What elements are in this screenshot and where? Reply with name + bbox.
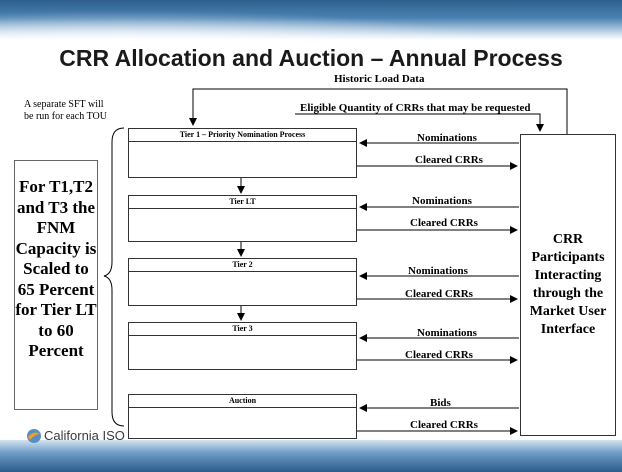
historic-load-label: Historic Load Data bbox=[334, 73, 425, 85]
tier-1-nominations-label: Nominations bbox=[417, 132, 477, 144]
tier-2-cleared-label: Cleared CRRs bbox=[405, 288, 473, 300]
auction-box: Auction bbox=[128, 394, 357, 439]
auction-cleared-label: Cleared CRRs bbox=[410, 419, 478, 431]
california-iso-logo: California ISO bbox=[27, 428, 125, 443]
logo-text: California ISO bbox=[44, 428, 125, 443]
auction-bids-label: Bids bbox=[430, 397, 451, 409]
crr-participants-box: CRR Participants Interacting through the… bbox=[520, 134, 616, 436]
tier-3-box: Tier 3 bbox=[128, 322, 357, 370]
logo-icon bbox=[26, 428, 42, 447]
tier-1-box: Tier 1 – Priority Nomination Process bbox=[128, 128, 357, 178]
left-brace bbox=[103, 127, 125, 427]
historic-load-connector bbox=[189, 88, 568, 134]
eligible-quantity-label: Eligible Quantity of CRRs that may be re… bbox=[300, 102, 531, 114]
slide-title: CRR Allocation and Auction – Annual Proc… bbox=[59, 45, 563, 71]
tier-3-nominations-label: Nominations bbox=[417, 327, 477, 339]
crr-participants-label: CRR Participants Interacting through the… bbox=[529, 232, 607, 337]
tier-2-box: Tier 2 bbox=[128, 258, 357, 306]
tier-lt-cleared-label: Cleared CRRs bbox=[410, 217, 478, 229]
sft-note: A separate SFT will be run for each TOU bbox=[24, 99, 107, 122]
tier-lt-title: Tier LT bbox=[129, 196, 356, 209]
auction-title: Auction bbox=[129, 395, 356, 408]
tier-lt-box: Tier LT bbox=[128, 195, 357, 242]
tier-2-title: Tier 2 bbox=[129, 259, 356, 272]
footer-band bbox=[0, 440, 622, 472]
tier-3-cleared-label: Cleared CRRs bbox=[405, 349, 473, 361]
tier-1-cleared-label: Cleared CRRs bbox=[415, 154, 483, 166]
tier-1-title: Tier 1 – Priority Nomination Process bbox=[129, 129, 356, 142]
eligible-quantity-connector bbox=[295, 113, 544, 132]
scaling-note: For T1,T2 and T3 the FNM Capacity is Sca… bbox=[14, 160, 98, 410]
tier-lt-nominations-label: Nominations bbox=[412, 195, 472, 207]
header-swoosh bbox=[0, 0, 622, 40]
tier-3-title: Tier 3 bbox=[129, 323, 356, 336]
tier-2-nominations-label: Nominations bbox=[408, 265, 468, 277]
